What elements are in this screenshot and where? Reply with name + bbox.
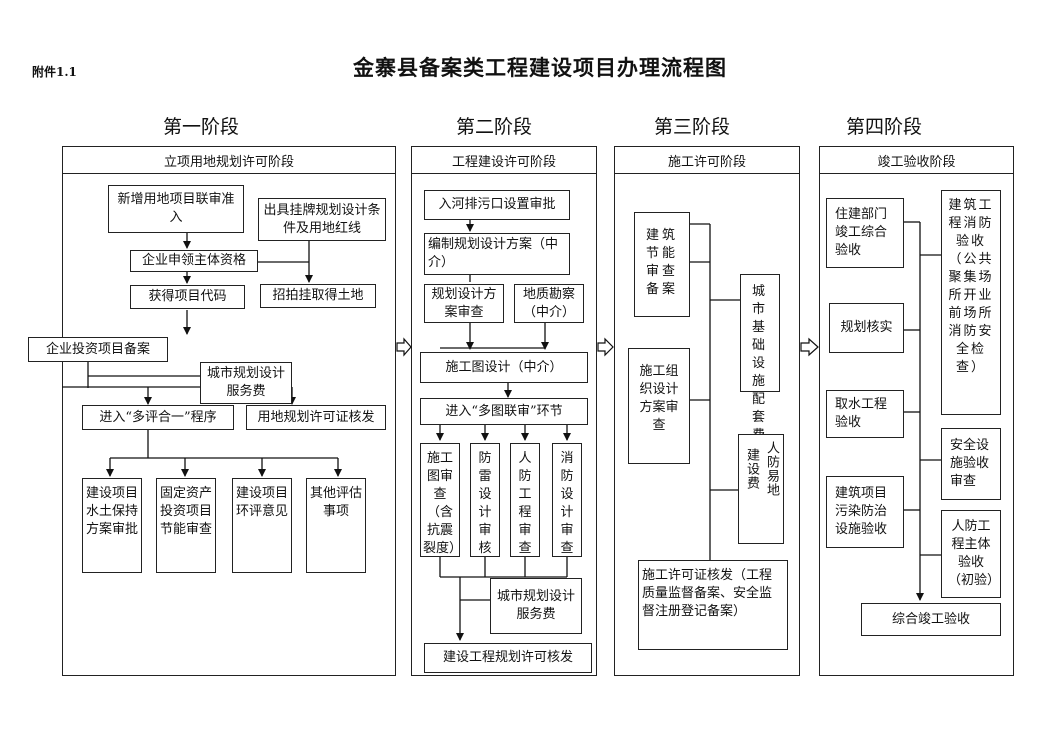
stage-3-label: 第三阶段 [654,116,731,138]
s4-fire-accept-box: 建筑工程消防验收（公共聚集场所开业前场所消防安全检查） [941,190,1001,415]
s2-lightning-box: 防雷设计审核 [470,443,500,557]
s4-pollution-box: 建筑项目污染防治设施验收 [826,476,904,548]
stage-arrow-2 [597,337,614,357]
column-stage1: 立项用地规划许可阶段 [62,146,396,676]
s1-energy-box: 固定资产投资项目节能审查 [156,478,216,573]
s2-permit-box: 建设工程规划许可核发 [424,643,592,673]
s3-org-design-box: 施工组织设计方案审查 [628,348,690,464]
column-stage3: 施工许可阶段 [614,146,800,676]
s4-plan-check-box: 规划核实 [829,303,904,353]
s3-civil-fee-line1: 人防易地 [764,441,779,497]
s3-civil-fee-line2: 建设费 [744,448,759,490]
s3-infra-fee-box: 城市基础设施配套费 [740,274,780,443]
s4-housing-box: 住建部门竣工综合验收 [826,198,904,268]
column-stage2-header: 工程建设许可阶段 [412,147,596,174]
stage-4-label: 第四阶段 [846,116,923,138]
column-stage4: 竣工验收阶段 [819,146,1014,676]
s1-auction-box: 招拍挂取得土地 [260,284,376,308]
s2-drawing-review-box: 施工图审查（含抗震裂度） [420,443,462,557]
s2-construct-design-box: 施工图设计（中介） [420,352,588,383]
s2-civil-defense-box: 人防工程审查 [510,443,540,557]
s1-invest-record-box: 企业投资项目备案 [28,337,168,362]
s4-water-box: 取水工程验收 [826,390,904,438]
s1-env-box: 建设项目环评意见 [232,478,292,573]
stage-arrow-3 [800,337,819,357]
stage-arrow-1 [396,337,412,357]
s1-new-land-box: 新增用地项目联审准入 [108,185,244,233]
s1-lead-subject-box: 企业申领主体资格 [130,250,258,272]
s4-final-box: 综合竣工验收 [861,603,1001,636]
page-title: 金寨县备案类工程建设项目办理流程图 [353,55,727,80]
stage-2-label: 第二阶段 [456,116,533,138]
s2-sewage-box: 入河排污口设置审批 [424,190,570,220]
s3-energy-record-box: 建筑节能审查备案 [634,212,690,317]
s2-multi-drawing-box: 进入“多图联审”环节 [420,398,588,425]
column-stage4-header: 竣工验收阶段 [820,147,1013,174]
s3-civil-fee-box: 人防易地 建设费 [738,434,784,544]
s4-civil-box: 人防工程主体验收（初验） [941,510,1001,598]
s4-safety-box: 安全设施验收审查 [941,428,1001,500]
stage-1-label: 第一阶段 [163,116,240,138]
s1-issue-plan-box: 出具挂牌规划设计条件及用地红线 [258,198,386,241]
s1-other-box: 其他评估事项 [306,478,366,573]
s1-project-code-box: 获得项目代码 [130,285,245,309]
column-stage3-header: 施工许可阶段 [615,147,799,174]
s2-fire-box: 消防设计审查 [552,443,582,557]
column-stage2: 工程建设许可阶段 [411,146,597,676]
s2-city-fee-box: 城市规划设计服务费 [490,578,582,634]
s2-plan-design-box: 编制规划设计方案（中介） [424,233,570,275]
s1-water-soil-box: 建设项目水土保持方案审批 [82,478,142,573]
s1-city-fee-box: 城市规划设计服务费 [200,362,292,404]
s2-plan-review-box: 规划设计方案审查 [424,284,504,323]
s1-multi-review-box: 进入“多评合一”程序 [82,405,234,430]
s3-permit-box: 施工许可证核发（工程质量监督备案、安全监督注册登记备案） [638,560,788,650]
s2-geo-box: 地质勘察（中介） [514,284,584,323]
column-stage1-header: 立项用地规划许可阶段 [63,147,395,174]
s1-land-permit-box: 用地规划许可证核发 [246,405,386,430]
attachment-label: 附件1.1 [32,65,77,79]
